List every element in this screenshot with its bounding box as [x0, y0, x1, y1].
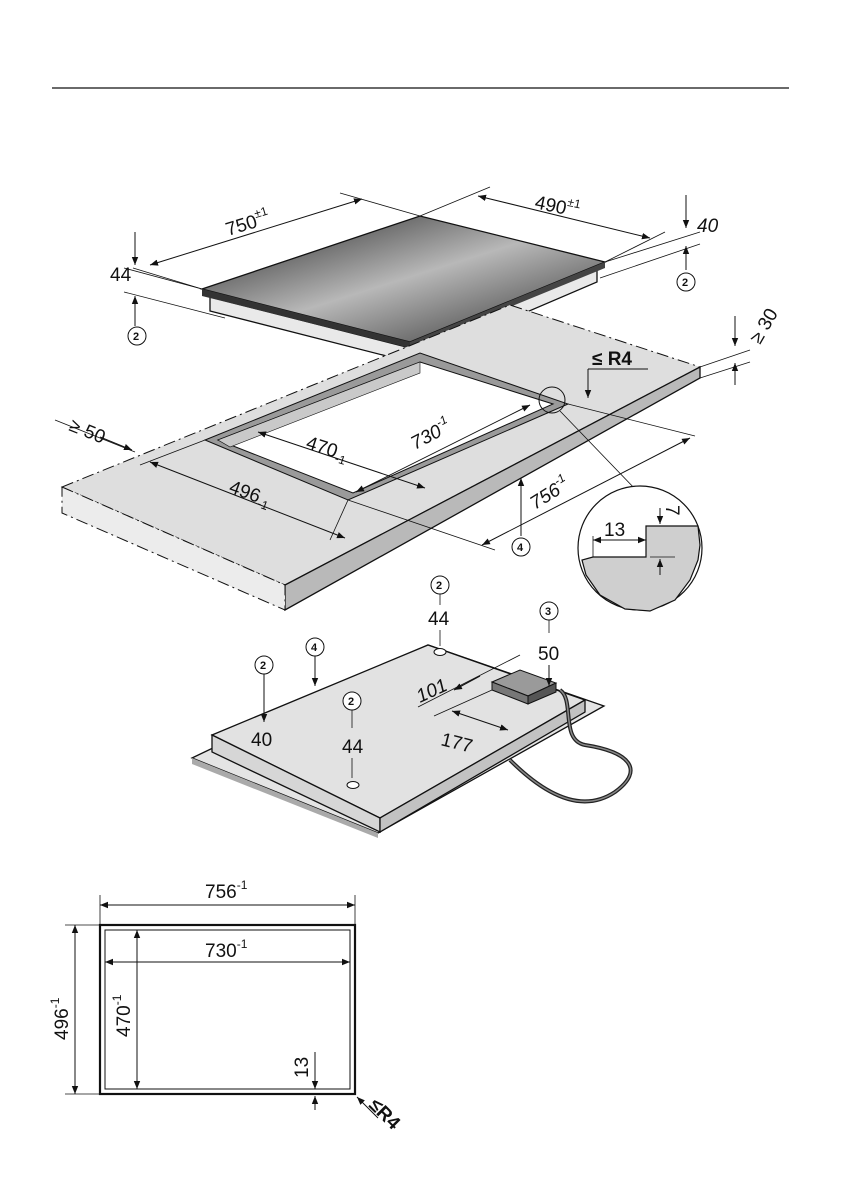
plan-corner-radius-value: ≤R4: [364, 1095, 404, 1135]
callout-left-label: 2: [133, 331, 139, 343]
hob-depth-tol: ±1: [566, 195, 582, 212]
corner-radius-value: ≤ R4: [592, 349, 632, 370]
svg-text:470-1: 470-1: [110, 994, 135, 1037]
foot-back-value: 44: [428, 609, 450, 630]
hob-height-left-value: 44: [110, 265, 132, 286]
worktop-callout-label: 4: [517, 542, 524, 554]
dim-hob-height-right: 40 2: [600, 195, 719, 291]
plan-view: 756-1 730-1 496-1 470-1 13 ≤R4: [48, 878, 404, 1134]
plan-outer-depth-value: 496: [52, 1008, 73, 1040]
front-gap-value: ≥ 50: [66, 415, 108, 448]
box-height-value: 50: [538, 644, 559, 665]
svg-text:756-1: 756-1: [524, 471, 573, 515]
rebate-width-value: 13: [604, 520, 625, 541]
plan-outer-length-value: 756: [205, 882, 237, 903]
plan-inner-length-value: 730: [205, 941, 237, 962]
foot-front-value: 44: [342, 737, 364, 758]
hob-depth-value: 490: [533, 192, 568, 219]
svg-text:756-1: 756-1: [205, 878, 248, 903]
plan-outer-depth-tol: -1: [48, 997, 62, 1008]
hob-height-right-value: 40: [697, 216, 719, 237]
svg-text:730-1: 730-1: [205, 937, 248, 962]
svg-text:496-1: 496-1: [48, 997, 73, 1040]
hob-length-tol: ±1: [252, 204, 269, 221]
plan-outer-length-tol: -1: [237, 878, 248, 892]
callout-left-height: 2 40: [251, 656, 273, 751]
svg-text:490±1: 490±1: [533, 188, 582, 222]
callout-connection-box: 3 50: [538, 602, 559, 686]
dim-front-gap: ≥ 50: [55, 415, 135, 452]
svg-text:2: 2: [436, 580, 442, 592]
left-height-value: 40: [251, 730, 272, 751]
rebate-depth-value: 7: [661, 505, 682, 516]
foot-back: [434, 649, 446, 656]
callout-foot-back: 2 44: [428, 576, 450, 646]
plan-inner-depth-tol: -1: [110, 994, 124, 1005]
plan-rebate-value: 13: [292, 1057, 313, 1078]
rebate-detail: 13 7: [578, 486, 702, 611]
svg-text:750±1: 750±1: [222, 204, 273, 241]
plan-inner-length-tol: -1: [237, 937, 248, 951]
callout-edge: 4: [306, 638, 324, 686]
svg-text:3: 3: [545, 606, 551, 618]
svg-text:2: 2: [348, 696, 354, 708]
callout-right-label: 2: [682, 277, 688, 289]
worktop-thickness-value: ≥ 30: [746, 305, 783, 347]
foot-front: [347, 782, 359, 789]
svg-text:4: 4: [311, 642, 318, 654]
svg-text:2: 2: [260, 660, 266, 672]
dim-worktop-thickness: ≥ 30: [700, 305, 783, 385]
plan-inner-depth-value: 470: [114, 1005, 135, 1037]
